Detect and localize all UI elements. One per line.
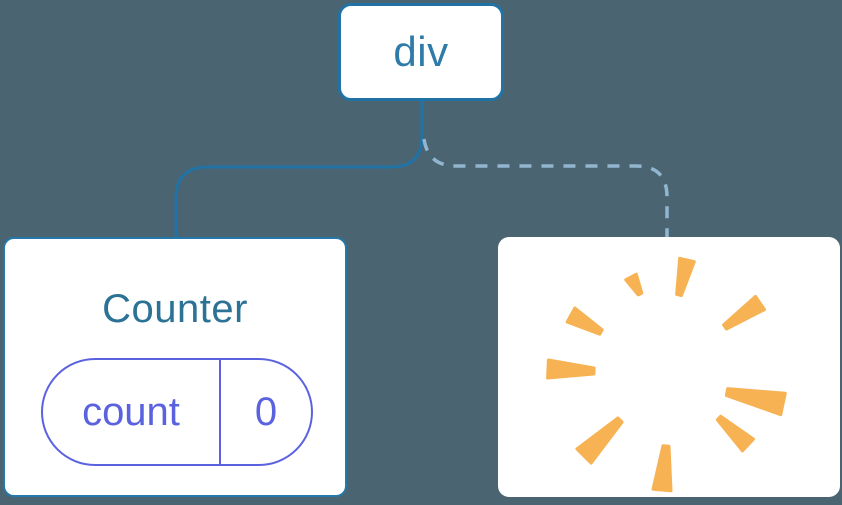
- state-badge-divider: [219, 360, 221, 464]
- poof-ray: [575, 416, 624, 465]
- state-key-label: count: [82, 389, 180, 434]
- root-node-div: div: [338, 3, 504, 101]
- root-node-label: div: [393, 28, 449, 75]
- poof-ray: [722, 294, 766, 331]
- poof-icon: [546, 256, 787, 493]
- poof-ray: [724, 387, 787, 417]
- counter-node-title: Counter: [102, 287, 248, 331]
- poof-ray: [675, 256, 696, 298]
- poof-ray: [546, 358, 596, 380]
- solid-connector-line: [174, 99, 424, 242]
- dashed-connector-line: [422, 138, 669, 240]
- poof-ray: [651, 444, 673, 493]
- poof-ray: [715, 414, 755, 453]
- counter-node-card: Counter count 0: [3, 237, 347, 497]
- poof-ray: [565, 306, 604, 336]
- state-value: 0: [254, 389, 278, 434]
- state-badge: count 0: [41, 358, 313, 466]
- removed-node-card: [498, 237, 840, 497]
- poof-ray: [624, 272, 644, 297]
